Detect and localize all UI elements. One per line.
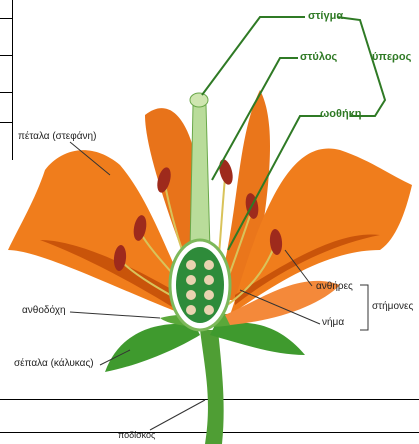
label-stamens: στήμονες — [372, 302, 413, 312]
label-anthers: ανθήρες — [316, 282, 353, 292]
label-filament: νήμα — [322, 318, 344, 328]
peduncle-stem — [200, 330, 224, 444]
label-pistil: ύπερος — [372, 52, 411, 63]
label-receptacle: ανθοδόχη — [22, 306, 66, 316]
sepal-left — [105, 324, 200, 372]
label-ovary: ωοθήκη — [320, 109, 362, 120]
label-style: στύλος — [300, 52, 337, 63]
sepal-right — [210, 323, 305, 355]
label-petals: πέταλα (στεφάνη) — [18, 132, 96, 142]
label-stigma: στίγμα — [308, 11, 343, 22]
stigma — [190, 93, 208, 107]
label-peduncle: ποδίσκος — [118, 431, 155, 440]
style — [190, 105, 210, 250]
label-sepals: σέπαλα (κάλυκας) — [14, 359, 94, 369]
ovary-inner — [176, 247, 224, 323]
